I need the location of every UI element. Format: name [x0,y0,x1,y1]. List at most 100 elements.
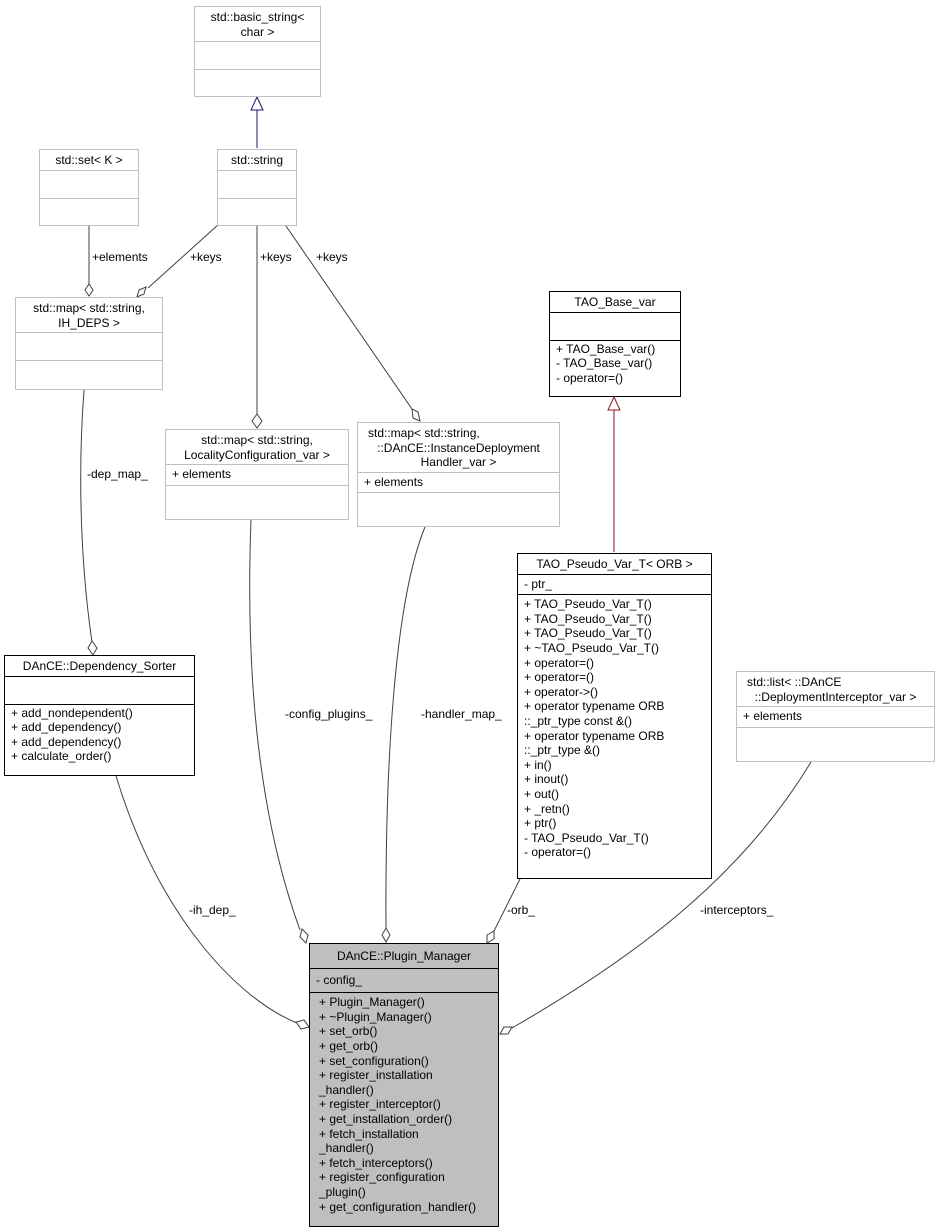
class-title: DAnCE::Dependency_Sorter [22,659,177,673]
title-line: ::DAnCE::InstanceDeployment [377,440,540,455]
method: + inout() [524,772,569,787]
attribute: - config_ [316,972,363,987]
diamond-string-map-handler [411,408,421,422]
class-title: std::map< std::string, IH_DEPS > [16,298,162,332]
class-title: std::list< ::DAnCE ::DeploymentIntercept… [737,672,934,706]
method: + TAO_Pseudo_Var_T() [524,626,652,641]
edge-label-ih-dep: -ih_dep_ [189,903,236,917]
title-line: std::basic_string< [210,10,305,24]
diamond-map-loc-plugin-manager [299,928,309,944]
method: + register_configuration [319,1170,445,1185]
edge-label-dep-map: -dep_map_ [87,467,148,481]
edge-map-handler-plugin-manager [385,526,426,929]
attributes-section: - config_ [310,969,498,993]
edge-list-interceptor-plugin-manager [511,761,812,1029]
edge-label-keys-1: +keys [190,250,222,264]
attribute: + elements [743,709,803,724]
class-title: TAO_Pseudo_Var_T< ORB > [536,557,693,571]
methods-section: + TAO_Pseudo_Var_T() + TAO_Pseudo_Var_T(… [518,595,711,863]
title-line: std::list< ::DAnCE [747,675,842,689]
method: + operator=() [524,655,595,670]
edge-label-keys-2: +keys [260,250,292,264]
edge-label-orb: -orb_ [507,903,536,917]
method: _handler() [319,1082,374,1097]
edge-label-keys-3: +keys [316,250,348,264]
diamond-string-map-ih [136,286,147,298]
edge-pseudo-var-plugin-manager [493,878,521,932]
diamond-set-map-ih [84,283,94,297]
class-set[interactable]: std::set< K > [39,149,139,226]
class-plugin-manager[interactable]: DAnCE::Plugin_Manager - config_ + Plugin… [309,943,499,1227]
method: + ~Plugin_Manager() [319,1009,432,1024]
method: + in() [524,757,552,772]
method: + operator->() [524,684,599,699]
class-basic-string[interactable]: std::basic_string< char > [194,6,321,97]
title-line: ::DeploymentInterceptor_var > [754,689,917,704]
method: + out() [524,786,560,801]
attributes-section: + elements [737,707,934,727]
class-title: std::set< K > [55,153,123,167]
class-title: std::map< std::string, LocalityConfigura… [166,430,348,464]
class-list-interceptor[interactable]: std::list< ::DAnCE ::DeploymentIntercept… [736,671,935,762]
title-line: LocalityConfiguration_var > [184,447,330,462]
diamond-dep-sorter-plugin-manager [295,1019,310,1030]
method: + add_nondependent() [11,705,133,720]
edge-label-interceptors: -interceptors_ [700,903,774,917]
class-title: TAO_Base_var [574,295,656,309]
title-line: IH_DEPS > [58,315,120,330]
title-line: Handler_var > [420,455,497,470]
method: + operator=() [524,670,595,685]
method: + get_configuration_handler() [319,1199,477,1214]
edge-map-loc-plugin-manager [249,519,301,931]
class-map-locality-config[interactable]: std::map< std::string, LocalityConfigura… [165,429,349,520]
method: + TAO_Base_var() [556,341,656,356]
attributes-section: + elements [166,465,348,485]
method: + get_installation_order() [319,1111,453,1126]
edge-string-map-ih [147,223,220,289]
class-tao-pseudo-var[interactable]: TAO_Pseudo_Var_T< ORB > - ptr_ + TAO_Pse… [517,553,712,879]
title-line: std::map< std::string, [201,433,313,447]
method: + _retn() [524,801,570,816]
class-title: std::map< std::string, ::DAnCE::Instance… [358,423,559,472]
inheritance-arrow-red [607,395,621,411]
method: - TAO_Base_var() [556,356,653,371]
methods-section: + Plugin_Manager() + ~Plugin_Manager() +… [310,993,498,1217]
method: + register_installation [319,1068,433,1083]
method: + TAO_Pseudo_Var_T() [524,611,652,626]
method: ::_ptr_type const &() [524,713,633,728]
method: + add_dependency() [11,720,122,735]
class-dependency-sorter[interactable]: DAnCE::Dependency_Sorter + add_nondepend… [4,655,195,776]
diamond-pseudo-var-plugin-manager [486,930,495,944]
method: + ~TAO_Pseudo_Var_T() [524,640,659,655]
edge-map-ih-dep-sorter [80,389,93,643]
method: + calculate_order() [11,749,112,764]
class-tao-base-var[interactable]: TAO_Base_var + TAO_Base_var() - TAO_Base… [549,291,681,397]
method: - operator=() [524,845,592,860]
method: + fetch_interceptors() [319,1155,433,1170]
method: _handler() [319,1141,374,1156]
title-line: std::map< std::string, [368,426,480,440]
diamond-string-map-loc [251,413,263,429]
class-map-ih-deps[interactable]: std::map< std::string, IH_DEPS > [15,297,163,390]
edge-string-map-handler [285,225,413,410]
method: + register_interceptor() [319,1097,441,1112]
methods-section: + TAO_Base_var() - TAO_Base_var() - oper… [550,341,680,389]
attribute: + elements [364,474,424,489]
edge-label-handler-map: -handler_map_ [421,707,502,721]
attribute: + elements [172,467,232,482]
title-line: char > [240,24,275,39]
method: + add_dependency() [11,734,122,749]
diamond-map-ih-dep-sorter [87,640,98,656]
diamond-list-interceptor-plugin-manager [499,1026,513,1035]
title-line: std::map< std::string, [33,301,145,315]
method: - operator=() [556,370,624,385]
method: + set_configuration() [319,1053,429,1068]
method: + Plugin_Manager() [319,995,425,1010]
method: _plugin() [319,1184,366,1199]
class-title: DAnCE::Plugin_Manager [336,949,472,963]
class-map-handler[interactable]: std::map< std::string, ::DAnCE::Instance… [357,422,560,527]
edge-label-config-plugins: -config_plugins_ [285,707,373,721]
method: + set_orb() [319,1024,378,1039]
class-string[interactable]: std::string [217,149,297,226]
